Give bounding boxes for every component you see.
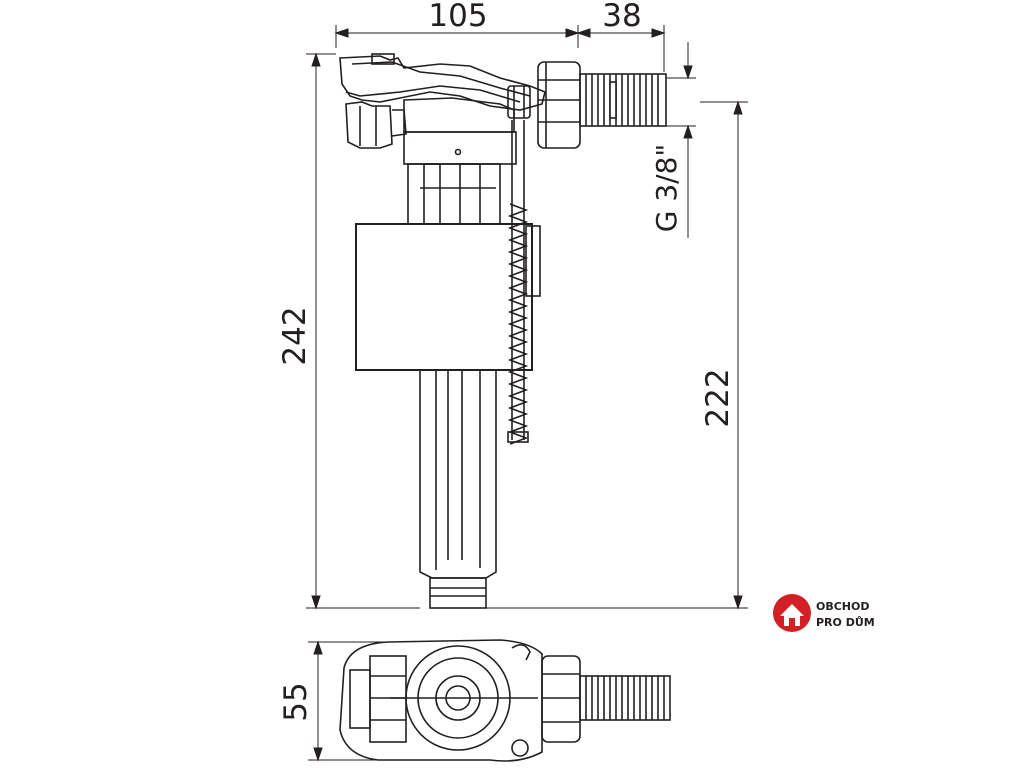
dimension-inlet-height: 222 <box>700 368 736 427</box>
dimension-bottom-width: 55 <box>278 682 314 721</box>
obchod-pro-dum-logo: OBCHOD PRO DŮM <box>773 594 875 632</box>
logo-line-2: PRO DŮM <box>816 616 875 629</box>
valve-plan-view <box>339 639 671 762</box>
dimension-top-right: 38 <box>602 0 641 34</box>
logo-line-1: OBCHOD <box>816 600 870 613</box>
dimension-thread: G 3/8" <box>650 144 683 233</box>
valve-side-view <box>339 53 667 609</box>
dimension-total-height: 242 <box>277 306 313 365</box>
dimension-lines <box>306 25 748 762</box>
dimension-top-width: 105 <box>428 0 487 34</box>
